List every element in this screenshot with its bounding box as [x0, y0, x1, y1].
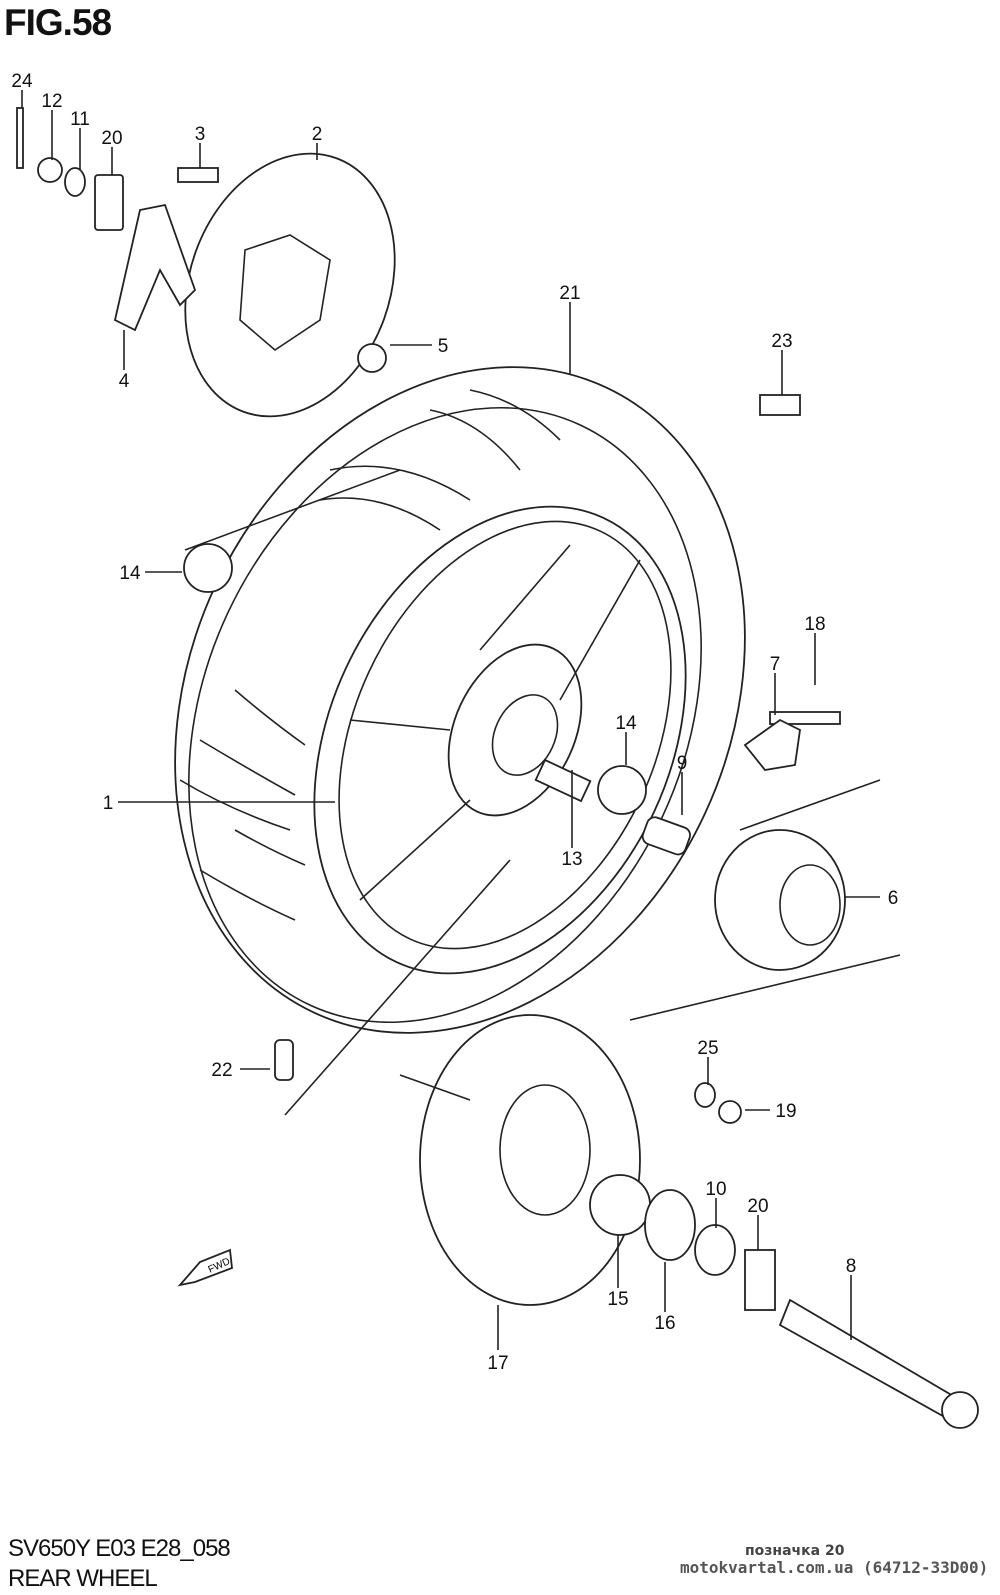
- brake-disc-part-2[interactable]: [150, 124, 430, 446]
- callout-16: 16: [654, 1313, 675, 1334]
- callout-20: 20: [101, 128, 122, 149]
- callout-25: 25: [697, 1038, 718, 1059]
- washer-part-25[interactable]: [694, 1082, 716, 1108]
- spacer-part-10[interactable]: [694, 1224, 736, 1276]
- washer-part-11[interactable]: [64, 167, 86, 197]
- callout-3: 3: [195, 124, 206, 145]
- nut-part-19[interactable]: [718, 1100, 742, 1124]
- callout-14a: 14: [119, 563, 141, 584]
- figure-title: FIG.58: [4, 2, 112, 43]
- section-title: REAR WHEEL: [8, 1565, 158, 1592]
- callout-18: 18: [804, 614, 825, 635]
- spacer-part-9[interactable]: [640, 815, 692, 857]
- bolt-part-3[interactable]: [177, 167, 219, 183]
- callout-2: 2: [312, 124, 323, 145]
- sprocket-part-17[interactable]: [419, 1014, 641, 1306]
- callout-17: 17: [487, 1353, 508, 1374]
- callout-15: 15: [607, 1289, 628, 1310]
- cotter-pin-part-24[interactable]: [16, 107, 24, 169]
- callout-21: 21: [559, 283, 580, 304]
- callout-22: 22: [211, 1060, 232, 1081]
- callout-4: 4: [119, 371, 130, 392]
- chain-adjuster-part-20[interactable]: [94, 174, 124, 231]
- callout-11: 11: [70, 109, 90, 130]
- clip-part-23[interactable]: [759, 394, 801, 416]
- bearing-part-15[interactable]: [589, 1174, 651, 1236]
- callout-labels: 24 12 11 20 3 2 21 23 5 4 14 18 7 14 9 1…: [11, 71, 898, 1374]
- callout-12: 12: [41, 91, 62, 112]
- callout-5: 5: [438, 336, 449, 357]
- callout-14b: 14: [615, 713, 637, 734]
- callout-24: 24: [11, 71, 33, 92]
- axle-part-8[interactable]: [778, 1298, 962, 1422]
- site-watermark: motokvartal.com.ua (64712-33D00): [680, 1558, 989, 1577]
- forward-direction-arrow: FWD: [177, 1248, 233, 1287]
- callout-8: 8: [846, 1256, 857, 1277]
- axle-nut-part-12[interactable]: [37, 157, 63, 183]
- bearing-part-14a[interactable]: [183, 543, 233, 593]
- damper-part-7[interactable]: [743, 718, 801, 771]
- callout-20b: 20: [747, 1196, 768, 1217]
- spacer-part-5[interactable]: [357, 343, 387, 373]
- bearing-part-14b[interactable]: [597, 765, 647, 815]
- chain-adjuster-part-20b[interactable]: [744, 1249, 776, 1311]
- callout-23: 23: [771, 331, 792, 352]
- callout-19: 19: [775, 1101, 796, 1122]
- oil-seal-part-16[interactable]: [644, 1189, 696, 1261]
- callout-6: 6: [888, 888, 899, 909]
- sprocket-drum-part-6[interactable]: [714, 829, 846, 971]
- valve-part-22[interactable]: [274, 1039, 294, 1081]
- callout-13: 13: [561, 849, 582, 870]
- axle-head: [941, 1391, 979, 1429]
- caliper-bracket-part-4[interactable]: [113, 203, 197, 332]
- callout-1: 1: [103, 793, 114, 814]
- model-code: SV650Y E03 E28_058: [8, 1535, 231, 1562]
- callout-9: 9: [677, 753, 688, 774]
- marker-text: позначка 20: [745, 1543, 845, 1559]
- callout-7: 7: [770, 654, 781, 675]
- bolt-part-18[interactable]: [769, 711, 841, 725]
- callout-10: 10: [705, 1179, 726, 1200]
